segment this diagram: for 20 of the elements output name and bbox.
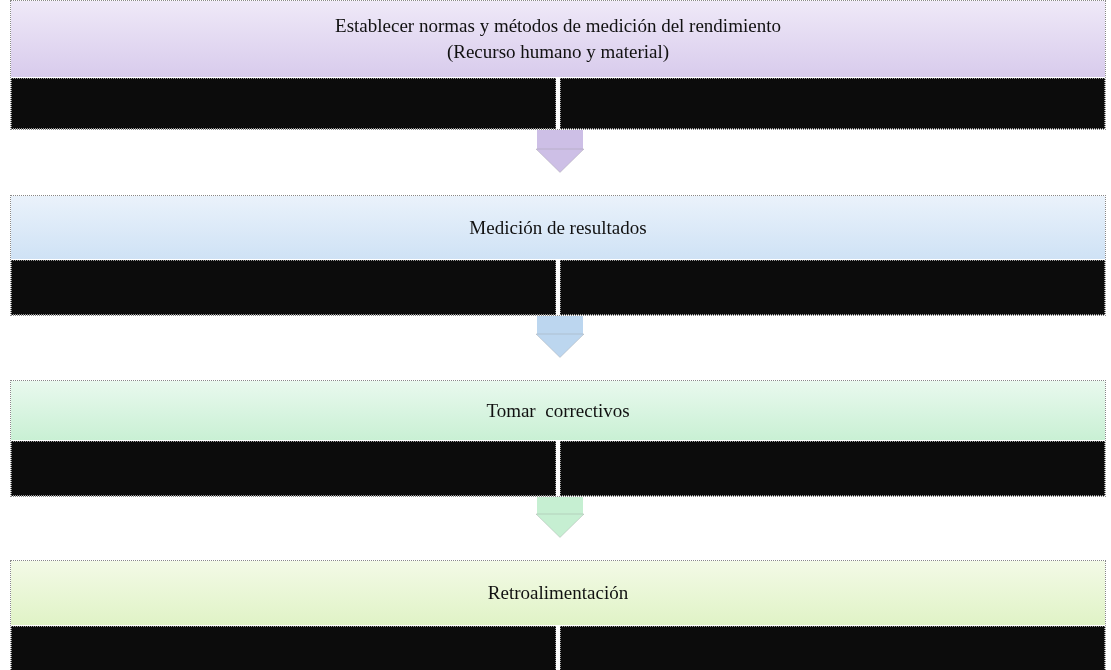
stage-title: Tomar correctivos	[486, 398, 630, 423]
stage-title: (Recurso humano y material)	[446, 40, 670, 64]
block-arrow	[535, 130, 585, 173]
redacted-box	[560, 78, 1105, 129]
redacted-box	[11, 260, 556, 315]
stage-panel	[10, 195, 1106, 316]
stage-title: Establecer normas y métodos de medición del rendimiento	[335, 14, 781, 38]
redacted-box	[560, 260, 1105, 315]
redacted-box	[11, 78, 556, 129]
stage-panel	[10, 560, 1106, 670]
block-arrow	[535, 497, 585, 538]
block-arrow	[535, 316, 585, 358]
redacted-box	[11, 626, 556, 670]
redacted-box	[560, 441, 1105, 496]
stage-title: Retroalimentación	[487, 581, 629, 605]
stage-title: Medición de resultados	[469, 215, 647, 240]
stage-panel	[10, 0, 1106, 130]
redacted-box	[560, 626, 1105, 670]
redacted-box	[11, 441, 556, 496]
stage-panel	[10, 380, 1106, 497]
